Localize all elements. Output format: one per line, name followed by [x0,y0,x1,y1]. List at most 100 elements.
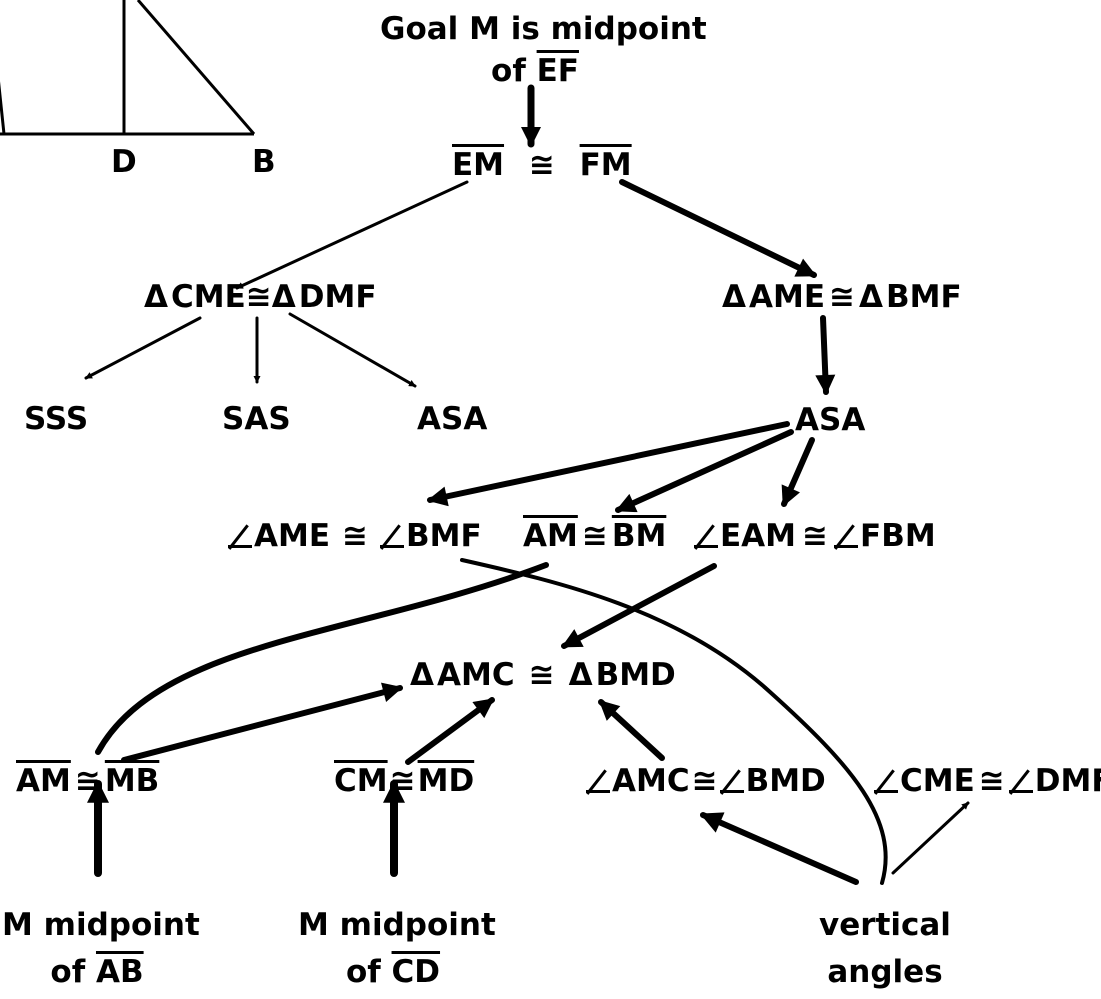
m-midpoint-cd-prefix: of [345,954,381,990]
amc-bmd-node: ΔAMC≅ΔBMD [410,660,676,691]
goal-prefix: of [491,53,526,89]
asa-right-node: ASA [795,402,866,438]
edge-em-fm-to-ame-bmf [619,179,817,278]
triangle-symbol: Δ [722,279,746,315]
vertical-angles-line1: vertical [819,907,951,943]
m-midpoint-cd-line2: of CD [298,957,488,988]
triangle-symbol: Δ [144,279,168,315]
segment-cd: CD [391,954,441,990]
angle-icon [834,524,859,548]
cme-dmf-node: ΔCME≅ΔDMF [144,282,377,313]
m-midpoint-ab-prefix: of [50,954,86,990]
angle-icon [586,769,610,793]
vertical-angles-line2: angles [827,954,943,990]
edge-vertical-angles-to-angle-amc-bmd [699,812,859,885]
segment-ab: AB [95,954,144,990]
segment-am: AM [16,763,71,799]
triangle-bmd: BMD [595,657,676,693]
am-bm-node: AM≅BM [523,521,666,552]
edge-angle-amc-bmd-to-amc-bmd [598,699,665,761]
congruent-symbol: ≅ [829,279,856,315]
triangle-symbol: Δ [410,657,434,693]
congruent-symbol: ≅ [342,518,369,554]
figure-point-label-b: B [252,144,276,180]
congruent-symbol: ≅ [528,147,555,183]
congruent-symbol: ≅ [691,763,718,799]
segment-cm: CM [334,763,388,799]
edge-asa-to-am-bm [615,429,794,513]
segment-mb: MB [104,763,160,799]
goal-line2: of EF [380,56,690,87]
edge-vertical-angles-to-angle-cme-dmf [891,801,970,875]
angle-eam: EAM [720,518,797,554]
m-midpoint-ab-line1: M midpoint [2,907,200,943]
asa-left-node: ASA [417,401,488,437]
angle-icon [694,524,718,548]
goal-line1: Goal M is midpoint [380,11,707,47]
triangle-right-edge [136,0,256,135]
edge-ame-bmf-to-asa-right [815,315,836,395]
segment-md: MD [417,763,475,799]
congruent-symbol: ≅ [245,279,272,315]
congruent-symbol: ≅ [74,763,101,799]
triangle-amc: AMC [437,657,515,693]
congruent-symbol: ≅ [389,763,416,799]
angle-icon [719,769,744,793]
angle-icon [874,769,898,793]
angle-icon [228,524,252,548]
congruent-symbol: ≅ [528,657,555,693]
edge-asa-to-angle-eam-fbm [781,437,815,507]
edge-am-mb-to-amc-bmd [121,682,403,763]
angle-cme: CME [900,763,975,799]
triangle-symbol: Δ [859,279,884,315]
sas-node: SAS [222,401,291,437]
em-fm-node: EM ≅ FM [452,150,632,181]
figure-point-label-d: D [111,144,137,180]
triangle-ame: AME [749,279,826,315]
triangle-figure [0,0,256,136]
edge-am-mb-to-am-bm [95,562,549,755]
angle-eam-fbm-node: EAM≅ FBM [694,521,936,552]
angle-icon [380,524,405,548]
angle-ame-bmf-node: AME≅BMF [228,521,482,552]
triangle-cme: CME [171,279,246,315]
m-midpoint-ab-line2: of AB [2,957,192,988]
triangle-bmf: BMF [886,279,962,315]
angle-icon [1008,769,1033,793]
segment-bm: BM [611,518,667,554]
vertical-angles-node: vertical angles [790,910,980,988]
goal-node: Goal M is midpoint of EF [380,11,707,87]
edge-cm-md-to-amc-bmd [405,697,495,765]
angle-cme-dmf-node: CME≅ DMF [874,766,1101,797]
angle-fbm: FBM [860,518,936,554]
angle-bmd: BMD [745,763,826,799]
angle-dmf: DMF [1034,763,1101,799]
triangle-dmf: DMF [298,279,377,315]
m-midpoint-cd-node: M midpoint of CD [298,907,496,988]
ame-bmf-triangle-node: ΔAME≅ΔBMF [722,282,962,313]
congruent-symbol: ≅ [978,763,1005,799]
angle-amc-bmd-node: AMC≅ BMD [586,766,826,797]
goal-segment-ef: EF [536,53,579,89]
cm-md-node: CM≅MD [334,766,474,797]
sss-node: SSS [24,401,89,437]
segment-am: AM [523,518,578,554]
segment-fm: FM [579,147,632,183]
edge-angle-eam-fbm-to-amc-bmd [561,563,717,649]
angle-ame: AME [254,518,331,554]
edge-em-fm-to-cme-dmf [235,180,469,290]
angle-amc: AMC [612,763,690,799]
congruent-symbol: ≅ [581,518,608,554]
congruent-symbol: ≅ [802,518,829,554]
triangle-left-edge [0,81,6,135]
edge-vertical-angles-to-angle-ame-bmf [460,558,888,885]
triangle-symbol: Δ [271,279,296,315]
am-mb-node: AM≅MB [16,766,159,797]
segment-em: EM [452,147,505,183]
m-midpoint-ab-node: M midpoint of AB [2,907,200,988]
m-midpoint-cd-line1: M midpoint [298,907,496,943]
edge-asa-to-angle-ame-bmf [427,421,790,507]
triangle-symbol: Δ [568,657,593,693]
